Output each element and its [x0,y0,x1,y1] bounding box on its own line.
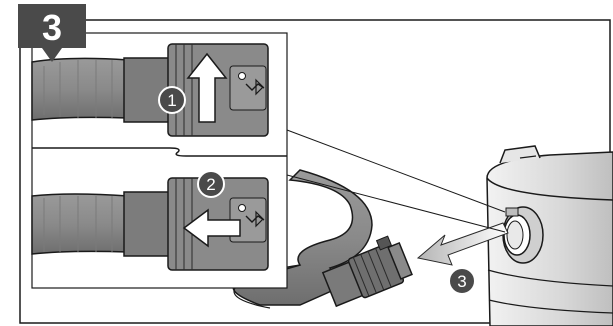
svg-text:3: 3 [457,272,466,291]
suction-port [503,207,543,263]
svg-text:1: 1 [167,91,176,110]
svg-text:2: 2 [206,175,215,194]
callout-3: 3 [449,268,475,294]
callout-1: 1 [159,87,185,113]
callout-2: 2 [198,171,224,197]
step-number: 3 [42,7,62,48]
vacuum-drum [487,146,613,326]
